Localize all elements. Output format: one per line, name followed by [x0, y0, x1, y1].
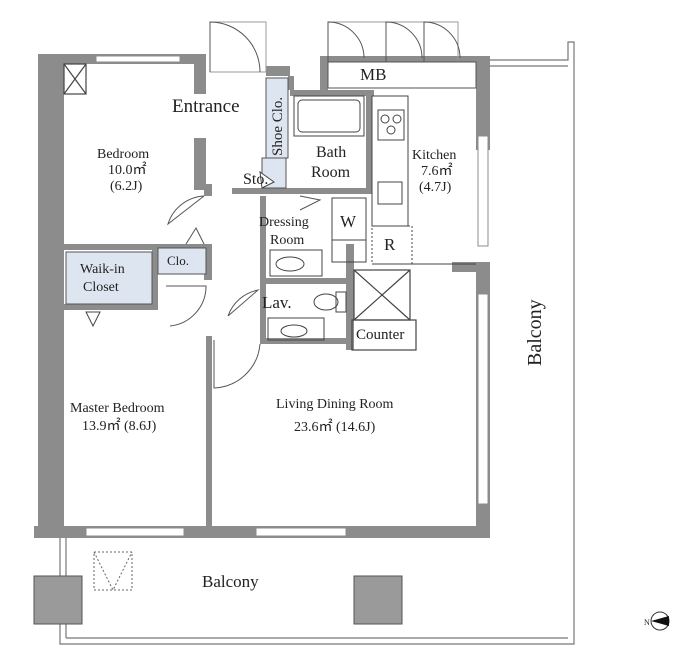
windows	[85, 55, 489, 537]
label-master-bedroom-name: Master Bedroom	[70, 401, 165, 416]
label-kitchen-name: Kitchen	[412, 148, 456, 163]
balcony-fixtures	[33, 551, 403, 625]
balcony-pillar-right	[353, 575, 403, 625]
label-closet: Clo.	[167, 253, 189, 268]
markers	[85, 170, 275, 328]
label-living-area: 23.6㎡ (14.6J)	[294, 419, 376, 435]
label-lavatory: Lav.	[262, 293, 292, 312]
label-kitchen-area: 7.6㎡	[421, 163, 453, 179]
washer-fixture	[331, 197, 367, 263]
label-fridge: R	[384, 235, 396, 254]
compass-letter: N	[644, 618, 650, 627]
label-balcony-east: Balcony	[524, 299, 546, 366]
label-bath-line1: Bath	[316, 144, 346, 161]
kitchen-fixtures	[371, 95, 476, 265]
bathtub	[293, 95, 365, 137]
door-swings	[166, 21, 461, 389]
shaft	[63, 63, 87, 95]
label-walk-in-line2: Closet	[83, 280, 119, 295]
label-living-name: Living Dining Room	[276, 397, 394, 412]
label-bedroom-name: Bedroom	[97, 147, 149, 162]
room-labels: Entrance Shoe Clo. MB Bath Room Sto. Kit…	[70, 65, 546, 591]
counter-box	[351, 269, 417, 351]
mb-box	[327, 61, 477, 89]
label-washer: W	[340, 212, 357, 231]
sink-fixtures	[267, 249, 347, 341]
label-bedroom-area: 10.0㎡	[108, 162, 147, 178]
label-bedroom-jo: (6.2J)	[110, 179, 143, 194]
label-kitchen-jo: (4.7J)	[419, 180, 452, 195]
label-mb: MB	[360, 65, 386, 84]
label-dressing-line2: Room	[270, 233, 304, 248]
label-counter: Counter	[356, 327, 404, 343]
compass: N	[644, 611, 670, 631]
label-walk-in-line1: Waik-in	[80, 262, 125, 277]
label-balcony-south: Balcony	[202, 572, 259, 591]
label-dressing-line1: Dressing	[259, 215, 309, 230]
balcony-pillar-left	[33, 575, 83, 625]
label-master-bedroom-area: 13.9㎡ (8.6J)	[82, 418, 157, 434]
label-shoe-closet: Shoe Clo.	[270, 97, 286, 156]
label-entrance: Entrance	[172, 96, 240, 117]
label-bath-line2: Room	[311, 164, 351, 181]
label-storage: Sto.	[243, 171, 268, 188]
compass-arrow-icon	[651, 616, 669, 626]
